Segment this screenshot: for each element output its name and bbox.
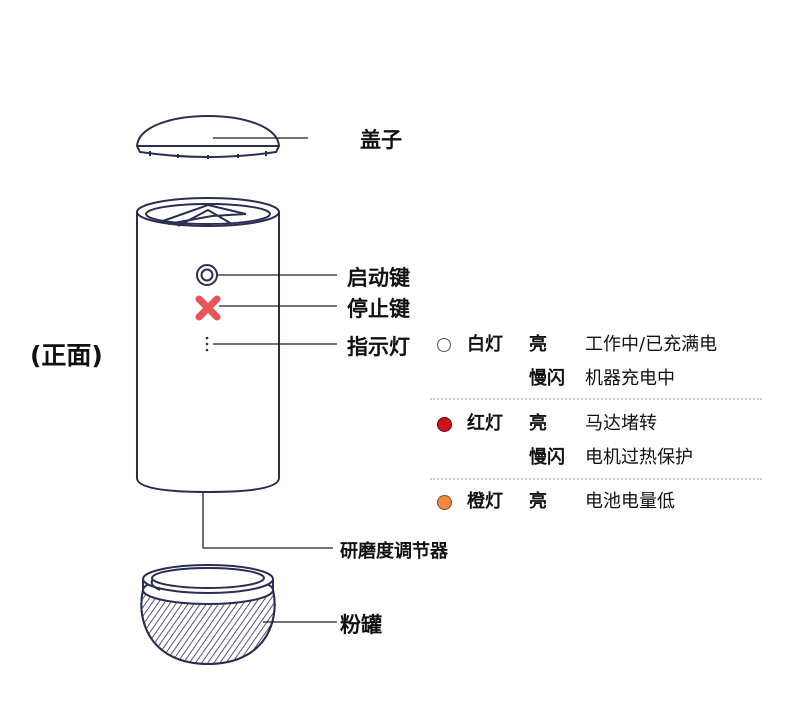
light-mode: 亮 [529, 334, 547, 355]
light-meaning: 工作中/已充满电 [585, 334, 718, 355]
light-name: 红灯 [467, 413, 503, 434]
white-light-dot [437, 338, 451, 352]
start-button-label: 启动键 [347, 266, 410, 290]
body-illustration [136, 197, 280, 494]
light-name: 白灯 [467, 334, 503, 355]
powder-jar-illustration [140, 564, 276, 666]
indicator-dots [205, 336, 209, 352]
stop-button-label: 停止键 [347, 297, 410, 321]
orange-light-dot [437, 495, 452, 510]
light-meaning: 电池电量低 [585, 491, 675, 512]
indicator-label: 指示灯 [347, 335, 410, 359]
light-name: 橙灯 [467, 491, 503, 512]
view-label: (正面) [30, 341, 103, 370]
light-meaning: 电机过热保护 [585, 447, 693, 468]
red-light-dot [437, 417, 452, 432]
light-meaning: 马达堵转 [585, 413, 657, 434]
light-mode: 亮 [529, 491, 547, 512]
light-mode: 亮 [529, 413, 547, 434]
light-mode: 慢闪 [529, 447, 565, 468]
stop-button-icon [195, 295, 221, 321]
powder-jar-label: 粉罐 [340, 613, 382, 637]
lid-label: 盖子 [360, 128, 402, 152]
light-mode: 慢闪 [529, 368, 565, 389]
light-meaning: 机器充电中 [585, 368, 675, 389]
row-separator [430, 398, 762, 400]
leader-lines [202, 137, 337, 623]
row-separator [430, 478, 762, 480]
grind-adjuster-label: 研磨度调节器 [340, 541, 448, 562]
